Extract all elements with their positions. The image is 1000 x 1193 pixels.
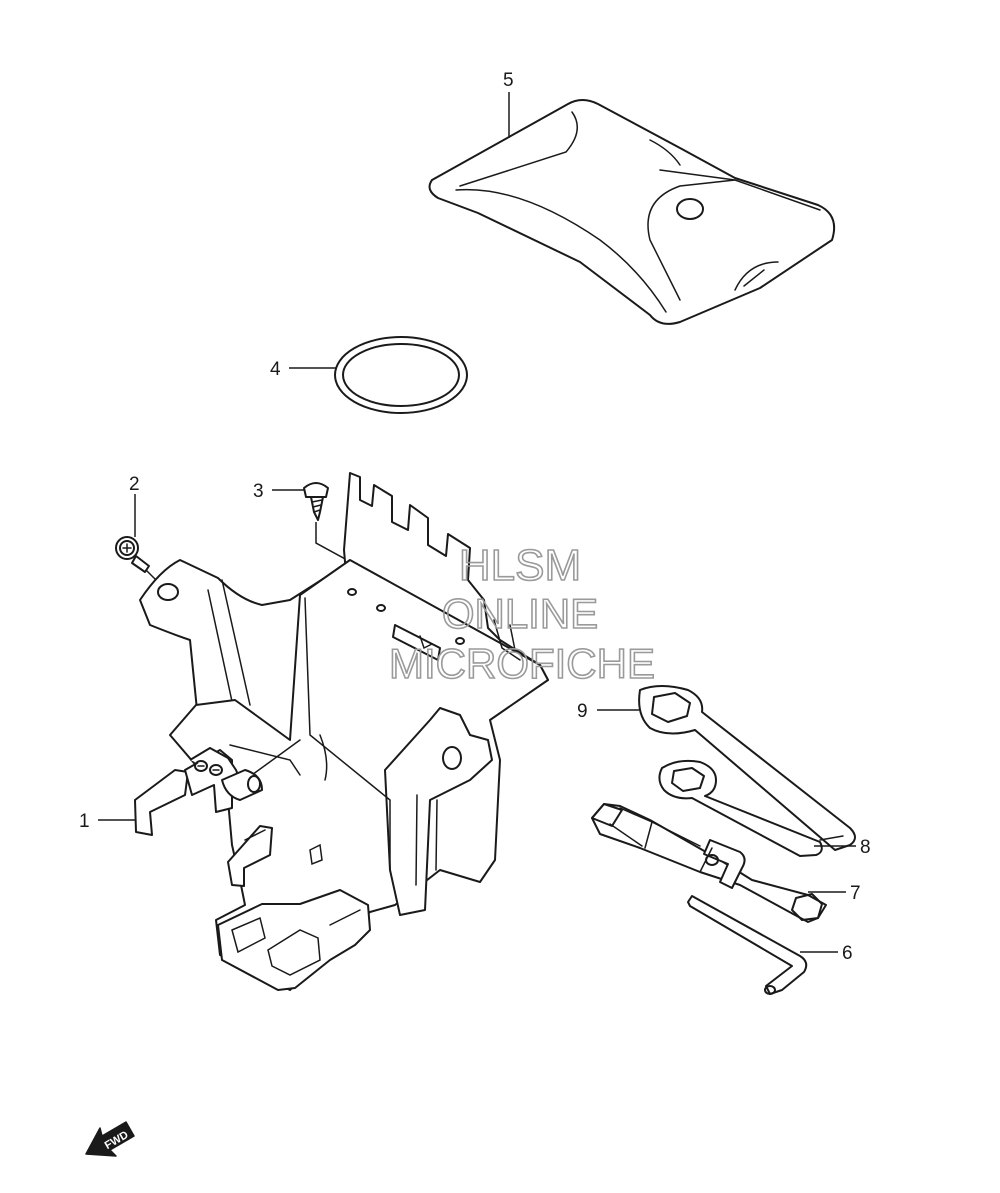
callout-label-6: 6 bbox=[842, 943, 853, 964]
callout-5: 5 bbox=[503, 70, 514, 138]
callout-4: 4 bbox=[270, 359, 336, 380]
part-6-hex-key[interactable] bbox=[687, 895, 808, 995]
part-1-bracket[interactable] bbox=[134, 472, 549, 991]
callout-label-9: 9 bbox=[577, 701, 588, 722]
callout-label-2: 2 bbox=[129, 474, 140, 495]
watermark-line-3: MICROFICHE bbox=[389, 640, 655, 687]
part-7-socket-wrench[interactable] bbox=[591, 803, 827, 923]
callout-6: 6 bbox=[800, 943, 853, 964]
callout-label-7: 7 bbox=[850, 883, 861, 904]
part-2-screw[interactable] bbox=[115, 536, 169, 593]
part-5-tool-bag[interactable] bbox=[428, 99, 836, 325]
part-9-wrench[interactable] bbox=[638, 685, 856, 851]
callout-7: 7 bbox=[808, 883, 861, 904]
part-8-wrench[interactable] bbox=[658, 759, 823, 857]
callout-1: 1 bbox=[79, 811, 136, 832]
callout-label-1: 1 bbox=[79, 811, 90, 832]
callout-9: 9 bbox=[577, 701, 640, 722]
forward-arrow-icon: FWD bbox=[85, 1121, 135, 1157]
watermark-line-1: HLSM bbox=[459, 541, 581, 590]
callout-label-3: 3 bbox=[253, 481, 264, 502]
watermark: HLSM ONLINE MICROFICHE bbox=[388, 540, 656, 688]
callout-8: 8 bbox=[814, 837, 871, 858]
callout-label-8: 8 bbox=[860, 837, 871, 858]
callout-label-4: 4 bbox=[270, 359, 281, 380]
callout-label-5: 5 bbox=[503, 70, 514, 91]
part-4-o-ring[interactable] bbox=[334, 336, 468, 414]
callout-2: 2 bbox=[129, 474, 140, 537]
callout-3: 3 bbox=[253, 481, 304, 502]
watermark-line-2: ONLINE bbox=[442, 590, 598, 637]
